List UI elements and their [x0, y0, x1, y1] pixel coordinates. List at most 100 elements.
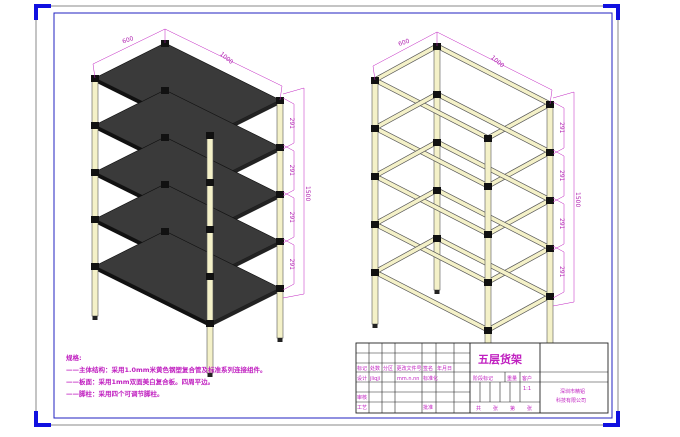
sheet-count-label: 共	[476, 405, 481, 412]
adjustable-foot	[434, 290, 440, 294]
dimension-depth-label: 600	[397, 38, 410, 48]
dimension-spacing	[282, 191, 295, 244]
dimension-spacing	[282, 144, 295, 197]
review-label: 审核	[357, 394, 367, 401]
adjustable-foot	[92, 316, 98, 320]
tube	[436, 140, 551, 202]
dimension-spacing	[552, 101, 565, 155]
extension-line	[279, 85, 283, 101]
title-block-header-cell: 分区	[383, 365, 393, 372]
joint-connector	[91, 216, 99, 223]
dimension-spacing-label: 291	[288, 118, 295, 130]
tube	[487, 246, 551, 284]
joint-connector	[484, 327, 492, 334]
joint-connector	[206, 179, 214, 186]
dimension-line-length	[436, 31, 553, 91]
extension-line	[92, 63, 96, 79]
dimension-length-label: 1000	[489, 54, 505, 69]
post-right	[276, 99, 284, 339]
note-line: ——主体结构：采用1.0mm米黄色钢塑复合管及标准系列连接组件。	[66, 366, 267, 374]
dimension-spacing	[282, 97, 295, 150]
dimension-height-label: 1500	[574, 192, 581, 207]
note-line: ——脚柱：采用四个可调节脚柱。	[66, 390, 164, 398]
tube	[374, 126, 489, 188]
joint-connector	[161, 181, 169, 188]
dimension-spacing	[282, 238, 295, 291]
dimension-height	[552, 91, 575, 307]
tube	[436, 44, 551, 106]
joint-connector	[91, 75, 99, 82]
joint-connector	[433, 235, 441, 242]
tube	[487, 150, 551, 188]
tube	[374, 44, 438, 82]
process-label: 工艺	[357, 405, 367, 411]
scale-value: 1:1	[523, 386, 531, 392]
joint-connector	[546, 149, 554, 156]
company-name-line2: 科技有限公司	[556, 397, 586, 404]
title-block-frame	[355, 342, 609, 414]
sheet-count-label: 张	[493, 405, 498, 412]
extension-line	[372, 65, 376, 81]
approve-label: 批准	[423, 404, 433, 411]
corner-mark-tr	[603, 4, 620, 20]
tube	[374, 222, 489, 284]
dimension-spacing-label: 291	[288, 212, 295, 224]
dimension-spacing-label: 291	[288, 165, 295, 177]
joint-connector	[206, 320, 214, 327]
corner-mark-tl	[34, 4, 51, 20]
tube	[436, 188, 551, 250]
tube	[487, 102, 551, 140]
title-block-header-cell: 标记	[357, 365, 367, 372]
joint-connector	[484, 135, 492, 142]
post-right	[546, 103, 554, 349]
tube	[374, 188, 438, 226]
tube	[374, 270, 489, 332]
weight-label: 重量	[507, 375, 517, 382]
client-label: 客户	[522, 375, 532, 382]
stage-mark-label: 阶段标记	[473, 375, 493, 382]
design-date: mm.n.nn	[397, 376, 419, 382]
post-front	[206, 134, 214, 374]
joint-connector	[276, 285, 284, 292]
tube	[436, 236, 551, 298]
drawing-title: 五层货架	[478, 352, 522, 366]
title-block-header-cell: 年月日	[437, 365, 452, 372]
joint-connector	[206, 132, 214, 139]
post-left	[371, 79, 379, 325]
sheet-count-label: 张	[527, 405, 532, 412]
dimension-spacing-label: 291	[558, 122, 565, 134]
dimension-height	[282, 87, 305, 299]
dimension-height-label: 1500	[304, 186, 311, 201]
joint-connector	[276, 144, 284, 151]
post-left	[91, 77, 99, 317]
corner-mark-bl	[34, 411, 51, 427]
design-label: 设计	[357, 375, 367, 382]
dimension-line-depth	[92, 28, 166, 65]
joint-connector	[371, 77, 379, 84]
notes-heading: 规格:	[66, 354, 82, 362]
dimension-spacing	[552, 245, 565, 299]
joint-connector	[91, 169, 99, 176]
dimension-line-depth	[372, 31, 438, 67]
joint-connector	[484, 279, 492, 286]
tube	[374, 78, 489, 140]
designer-name: jliqji	[369, 376, 380, 382]
dimension-spacing-label: 291	[558, 170, 565, 182]
company-name-line1: 深圳市精铝	[560, 388, 585, 395]
joint-connector	[371, 221, 379, 228]
joint-connector	[546, 197, 554, 204]
joint-connector	[484, 231, 492, 238]
sheet-border	[34, 4, 620, 427]
dimension-spacing-label: 291	[288, 259, 295, 271]
dimension-length-label: 1000	[218, 51, 234, 66]
sheet-count-label: 第	[510, 405, 515, 412]
adjustable-foot	[372, 324, 378, 328]
joint-connector	[161, 40, 169, 47]
joint-connector	[91, 263, 99, 270]
title-block-header-cell: 更改文件号	[397, 365, 422, 372]
